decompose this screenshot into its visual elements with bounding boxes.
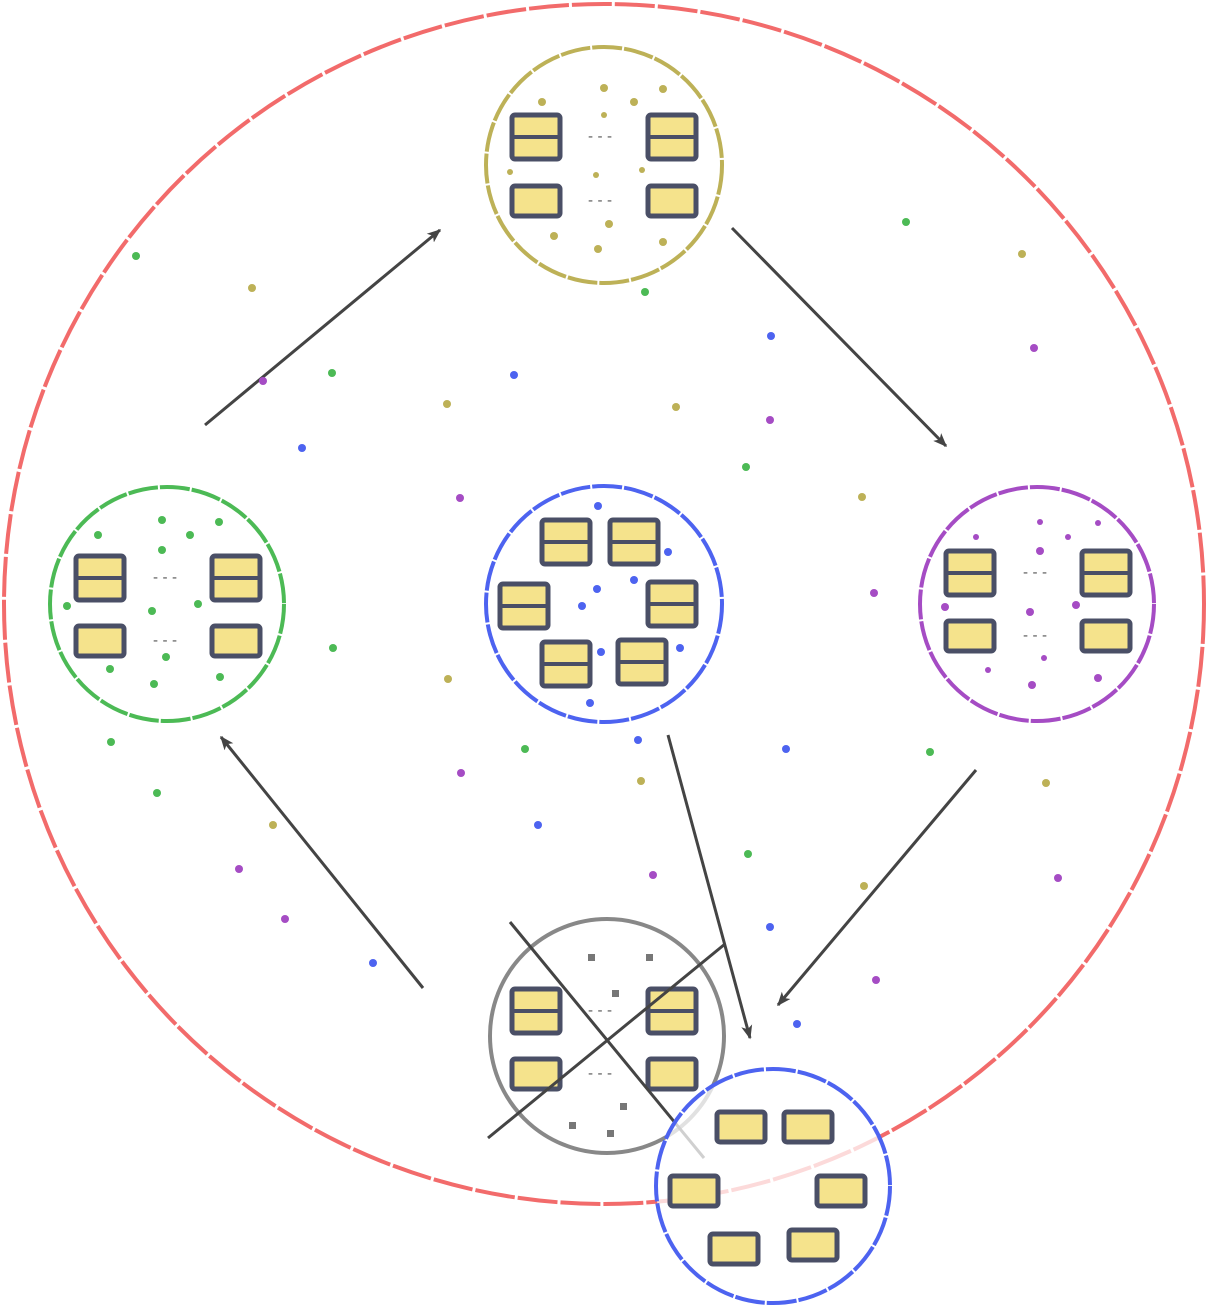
- scatter-dot: [641, 288, 649, 296]
- scatter-dot: [649, 871, 657, 879]
- node-left: - - - - - -: [48, 485, 286, 723]
- scatter-dot: [259, 377, 267, 385]
- cell: [670, 1176, 718, 1206]
- cell: [1082, 621, 1130, 651]
- cell: [542, 642, 590, 686]
- scatter-dot: [329, 644, 337, 652]
- cell: [648, 1059, 696, 1089]
- node-center: [484, 484, 724, 724]
- ellipsis: - - -: [153, 570, 177, 586]
- scatter-dot: [328, 369, 336, 377]
- scattered-dots: [107, 218, 1062, 1028]
- ellipsis: - - -: [1023, 628, 1047, 644]
- node-right: - - - - - -: [918, 485, 1156, 723]
- scatter-dot: [369, 959, 377, 967]
- cell: [648, 582, 696, 626]
- edge-top-to-right: [730, 226, 948, 448]
- scatter-dot: [457, 769, 465, 777]
- edges: [204, 226, 978, 1040]
- scatter-dot: [744, 850, 752, 858]
- cell: [946, 551, 994, 595]
- cell: [784, 1112, 832, 1142]
- scatter-dot: [443, 400, 451, 408]
- cell: [648, 115, 696, 159]
- node-bottom-crossed: - - - - - -: [487, 917, 726, 1159]
- cell: [710, 1234, 758, 1264]
- edge-center-to-bottom-right: [666, 734, 753, 1040]
- cell: [946, 621, 994, 651]
- cell: [817, 1176, 865, 1206]
- ellipsis: - - -: [153, 633, 177, 649]
- scatter-dot: [902, 218, 910, 226]
- cell: [76, 556, 124, 600]
- cell: [512, 115, 560, 159]
- ellipsis: - - -: [1023, 565, 1047, 581]
- cell: [648, 186, 696, 216]
- ellipsis: - - -: [588, 129, 612, 145]
- scatter-dot: [872, 976, 880, 984]
- scatter-dot: [870, 589, 878, 597]
- scatter-dot: [248, 284, 256, 292]
- scatter-dot: [767, 332, 775, 340]
- cell: [500, 584, 548, 628]
- node-bottom-right: [654, 1067, 892, 1305]
- scatter-dot: [766, 923, 774, 931]
- cell: [76, 626, 124, 656]
- scatter-dot: [107, 738, 115, 746]
- scatter-dot: [281, 915, 289, 923]
- scatter-dot: [269, 821, 277, 829]
- cell: [212, 556, 260, 600]
- cell: [618, 640, 666, 684]
- scatter-dot: [298, 444, 306, 452]
- scatter-dot: [132, 252, 140, 260]
- edge-left-to-top: [204, 228, 442, 427]
- ellipsis: - - -: [588, 193, 612, 209]
- scatter-dot: [510, 371, 518, 379]
- scatter-dot: [742, 463, 750, 471]
- cell: [717, 1112, 765, 1142]
- scatter-dot: [926, 748, 934, 756]
- scatter-dot: [858, 493, 866, 501]
- scatter-dot: [1042, 779, 1050, 787]
- scatter-dot: [521, 745, 529, 753]
- scatter-dot: [444, 675, 452, 683]
- cell: [512, 186, 560, 216]
- scatter-dot: [793, 1020, 801, 1028]
- cell: [512, 989, 560, 1033]
- scatter-dot: [637, 777, 645, 785]
- cell: [1082, 551, 1130, 595]
- ellipsis: - - -: [588, 1066, 612, 1082]
- scatter-dot: [860, 882, 868, 890]
- scatter-dot: [153, 789, 161, 797]
- node-top: - - - - - -: [484, 45, 724, 285]
- ellipsis: - - -: [588, 1003, 612, 1019]
- scatter-dot: [782, 745, 790, 753]
- scatter-dot: [1030, 344, 1038, 352]
- edge-bottom-to-left: [219, 735, 425, 989]
- cell: [610, 520, 658, 564]
- edge-right-to-bottom-right: [776, 769, 978, 1007]
- scatter-dot: [1054, 874, 1062, 882]
- outer-ring: [2, 2, 1206, 1206]
- scatter-dot: [534, 821, 542, 829]
- scatter-dot: [634, 736, 642, 744]
- cell: [648, 989, 696, 1033]
- cell: [212, 626, 260, 656]
- scatter-dot: [235, 865, 243, 873]
- scatter-dot: [1018, 250, 1026, 258]
- scatter-dot: [456, 494, 464, 502]
- cell: [789, 1230, 837, 1260]
- scatter-dot: [766, 416, 774, 424]
- cell: [542, 520, 590, 564]
- scatter-dot: [672, 403, 680, 411]
- cross-line: [487, 942, 726, 1140]
